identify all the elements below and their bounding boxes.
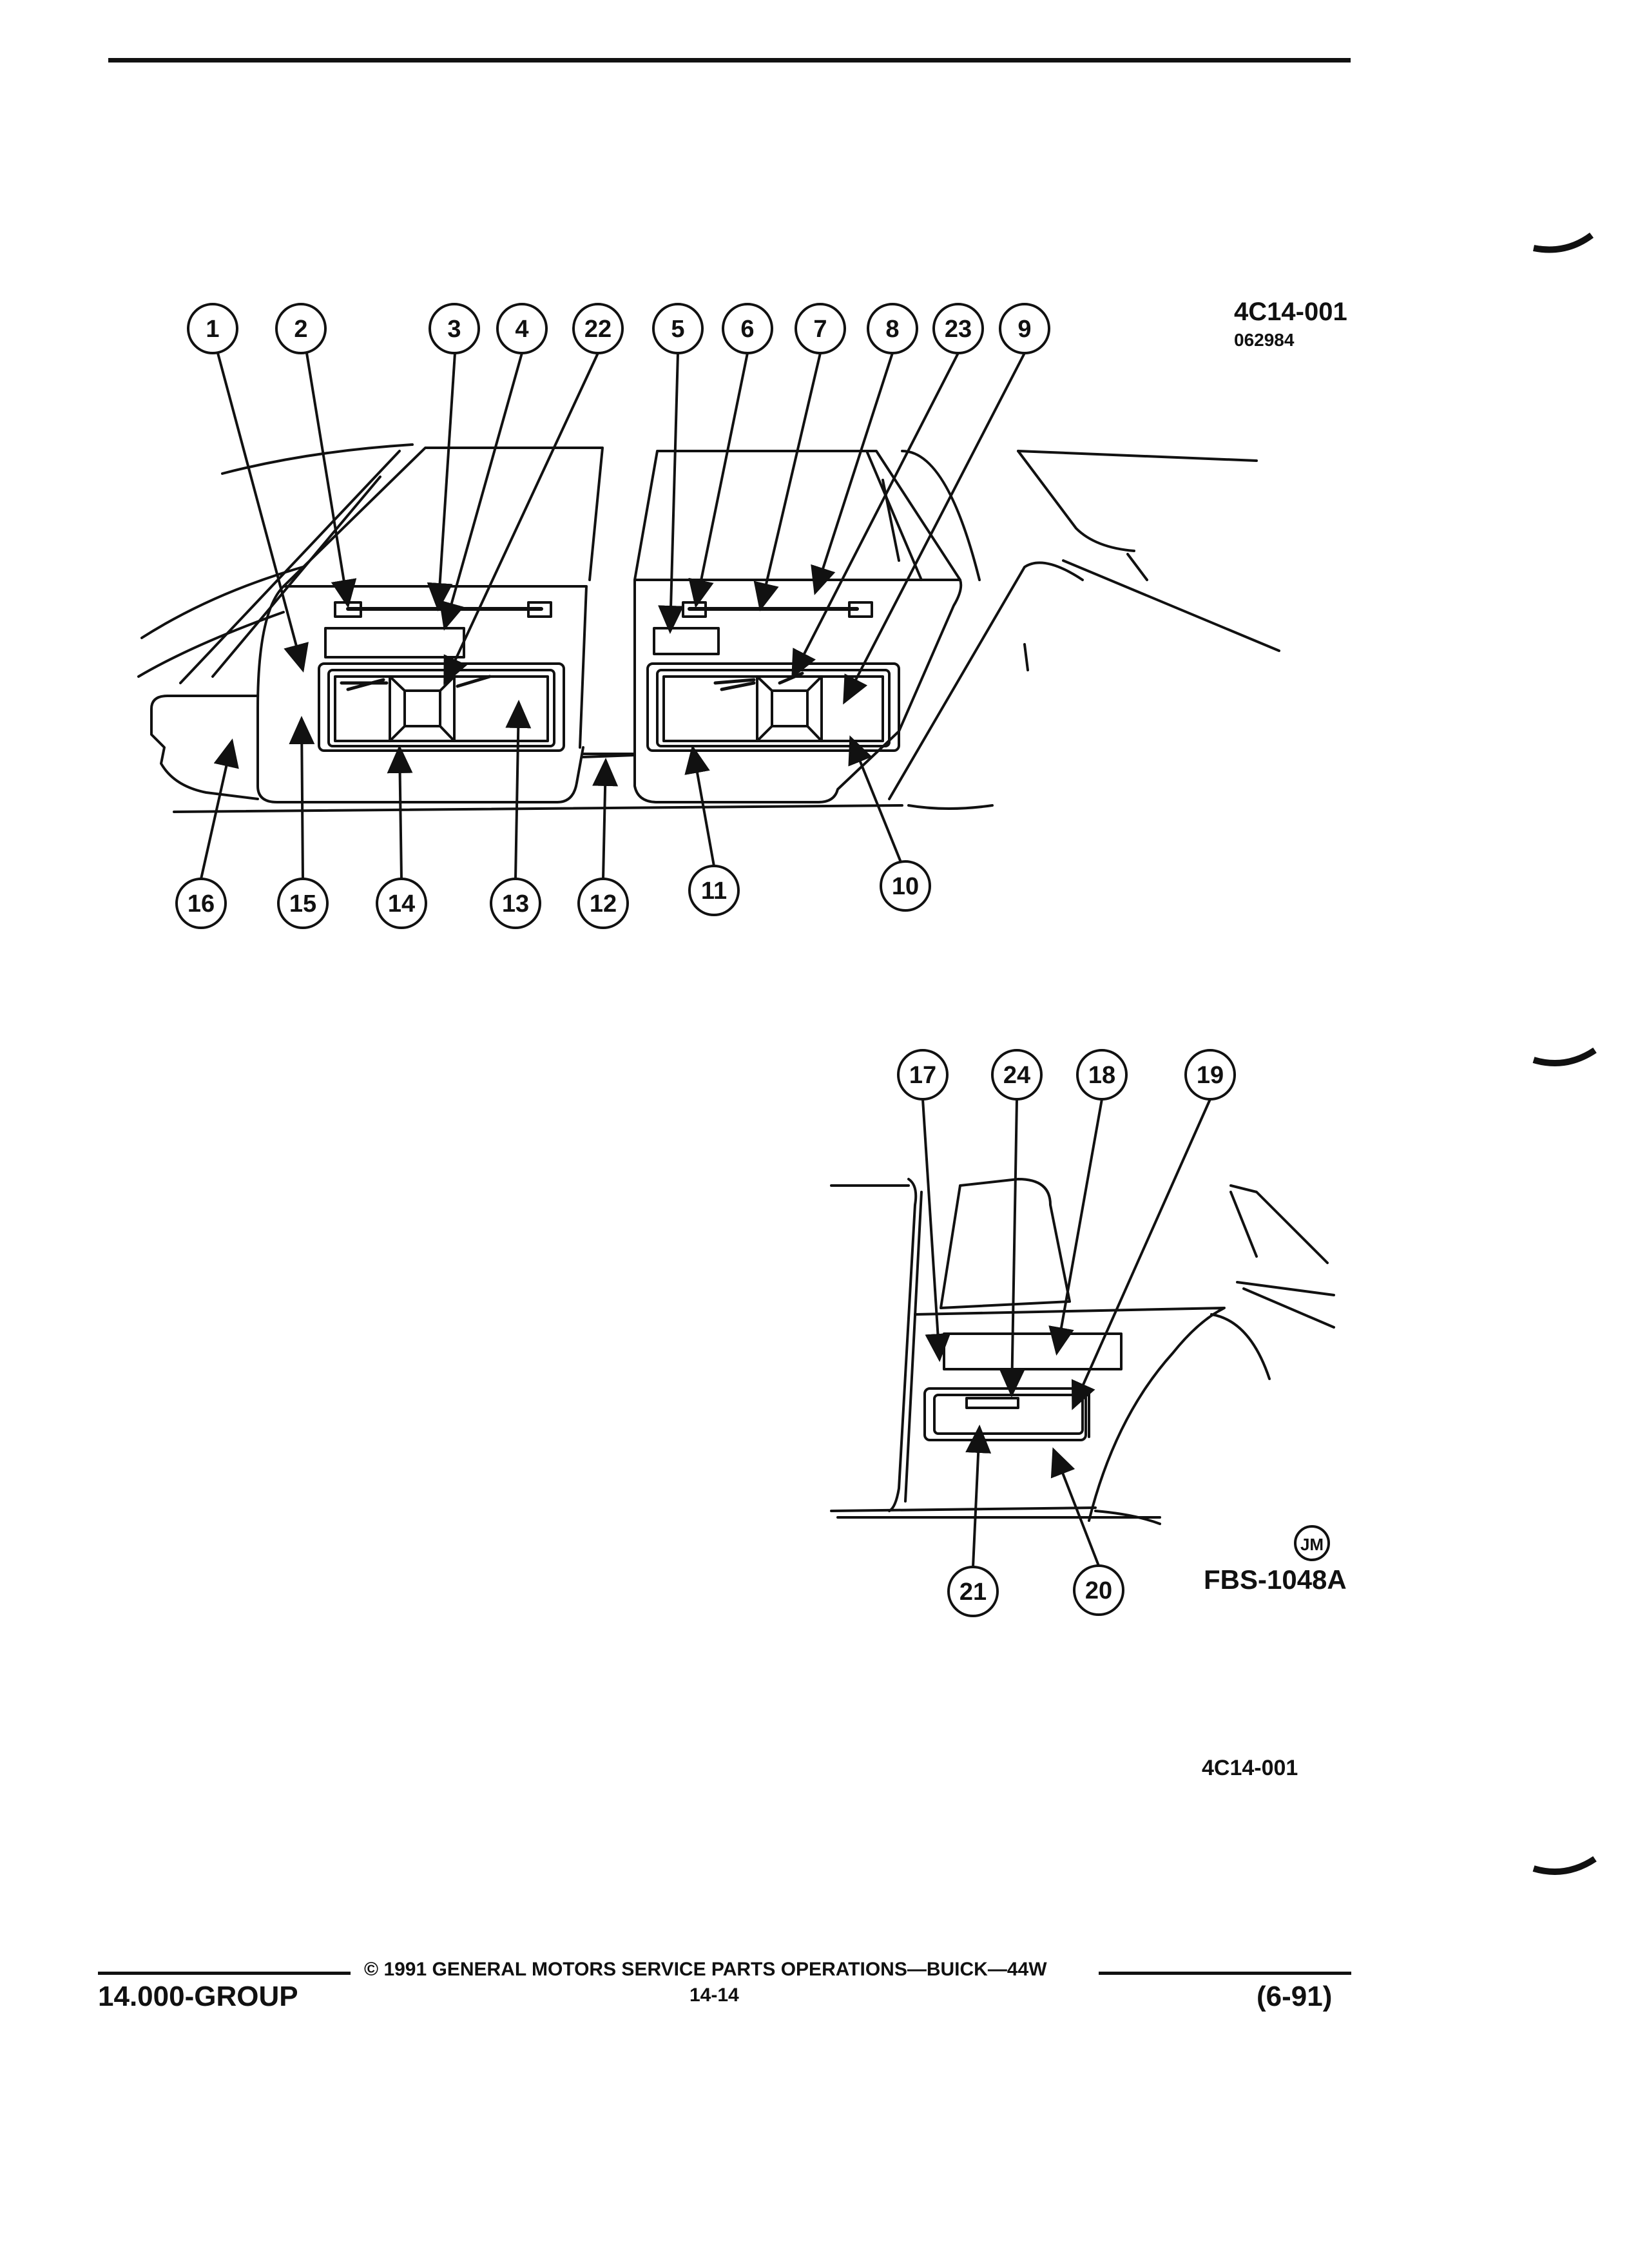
callout-circle-21 — [947, 1566, 999, 1617]
callout-circle-18 — [1076, 1049, 1128, 1100]
callout-number-18: 18 — [1088, 1062, 1115, 1089]
footer-rule-left — [98, 1972, 351, 1975]
callout-circle-24 — [991, 1049, 1043, 1100]
callout-number-6: 6 — [740, 316, 754, 343]
callout-number-11: 11 — [701, 878, 727, 905]
callout-number-13: 13 — [502, 890, 529, 918]
leader-line-11 — [684, 745, 715, 867]
callout-circle-5 — [652, 303, 704, 354]
callout-number-5: 5 — [671, 316, 684, 343]
callout-circle-15 — [277, 878, 329, 929]
callout-number-20: 20 — [1085, 1577, 1112, 1604]
callout-circle-20 — [1073, 1564, 1124, 1616]
callout-number-15: 15 — [289, 890, 316, 918]
leader-line-16 — [200, 738, 239, 879]
leader-line-2 — [305, 352, 357, 608]
leader-line-20 — [1050, 1447, 1100, 1566]
callout-circle-16 — [175, 878, 227, 929]
leader-line-8 — [811, 352, 894, 595]
callout-circle-19 — [1184, 1049, 1236, 1100]
leader-line-13 — [505, 700, 532, 879]
callout-number-8: 8 — [885, 316, 899, 343]
callout-number-4: 4 — [515, 316, 528, 343]
footer-rule-right — [1099, 1972, 1351, 1975]
callout-number-14: 14 — [388, 890, 415, 918]
footer-copyright: © 1991 GENERAL MOTORS SERVICE PARTS OPER… — [364, 1959, 1047, 1980]
leader-line-17 — [921, 1099, 951, 1362]
callout-number-7: 7 — [813, 316, 827, 343]
callout-circle-23 — [932, 303, 984, 354]
callout-number-3: 3 — [447, 316, 461, 343]
callout-circle-8 — [867, 303, 918, 354]
callout-circle-11 — [688, 865, 740, 916]
callout-circle-7 — [795, 303, 846, 354]
figure-code-top: 4C14-001 — [1234, 298, 1347, 326]
footer-group: 14.000-GROUP — [98, 1981, 298, 2012]
figure-caption: 4C14-001 — [1202, 1756, 1298, 1780]
callout-circle-4 — [496, 303, 548, 354]
callout-number-2: 2 — [294, 316, 307, 343]
jm-logo-text: JM — [1300, 1535, 1324, 1554]
leader-line-22 — [443, 352, 599, 686]
callout-circle-10 — [880, 860, 931, 912]
callout-circle-3 — [429, 303, 480, 354]
callout-circle-17 — [897, 1049, 949, 1100]
callout-number-9: 9 — [1017, 316, 1031, 343]
callout-circle-13 — [490, 878, 541, 929]
header-rule — [108, 58, 1351, 62]
footer-page-number: 14-14 — [689, 1984, 739, 2006]
car-side-view — [137, 443, 1280, 813]
leader-line-10 — [848, 735, 902, 863]
callout-number-22: 22 — [584, 316, 612, 343]
leader-line-9 — [843, 352, 1026, 705]
callout-circle-1 — [187, 303, 238, 354]
leader-line-1 — [217, 352, 309, 673]
footer-date: (6-91) — [1257, 1981, 1333, 2012]
leader-line-5 — [658, 352, 684, 634]
leader-line-3 — [427, 352, 456, 611]
leader-line-4 — [439, 352, 523, 631]
callout-number-24: 24 — [1003, 1062, 1030, 1089]
leader-line-19 — [1071, 1099, 1211, 1410]
figure-date-code: 062984 — [1234, 330, 1295, 350]
callout-number-19: 19 — [1197, 1062, 1224, 1089]
leader-line-14 — [387, 745, 413, 879]
callout-number-1: 1 — [206, 316, 219, 343]
leader-line-24 — [999, 1099, 1025, 1398]
callout-number-16: 16 — [188, 890, 215, 918]
leader-line-21 — [965, 1425, 992, 1568]
callout-circle-2 — [275, 303, 327, 354]
callout-number-12: 12 — [590, 890, 617, 918]
leader-line-7 — [753, 352, 822, 611]
callout-circle-14 — [376, 878, 427, 929]
leader-line-15 — [289, 716, 315, 879]
callout-number-17: 17 — [909, 1062, 936, 1089]
callout-circle-12 — [577, 878, 629, 929]
leader-line-18 — [1048, 1099, 1103, 1356]
leader-line-23 — [791, 352, 959, 679]
figure-code-bottom: FBS-1048A — [1204, 1564, 1347, 1595]
callout-circle-9 — [999, 303, 1050, 354]
callout-number-21: 21 — [959, 1579, 987, 1606]
callout-number-23: 23 — [945, 316, 972, 343]
leader-line-12 — [592, 758, 619, 879]
callout-number-10: 10 — [892, 873, 919, 900]
callout-circle-6 — [722, 303, 773, 354]
callout-circle-22 — [572, 303, 624, 354]
jm-logo-circle — [1294, 1525, 1330, 1561]
leader-line-6 — [688, 352, 749, 608]
